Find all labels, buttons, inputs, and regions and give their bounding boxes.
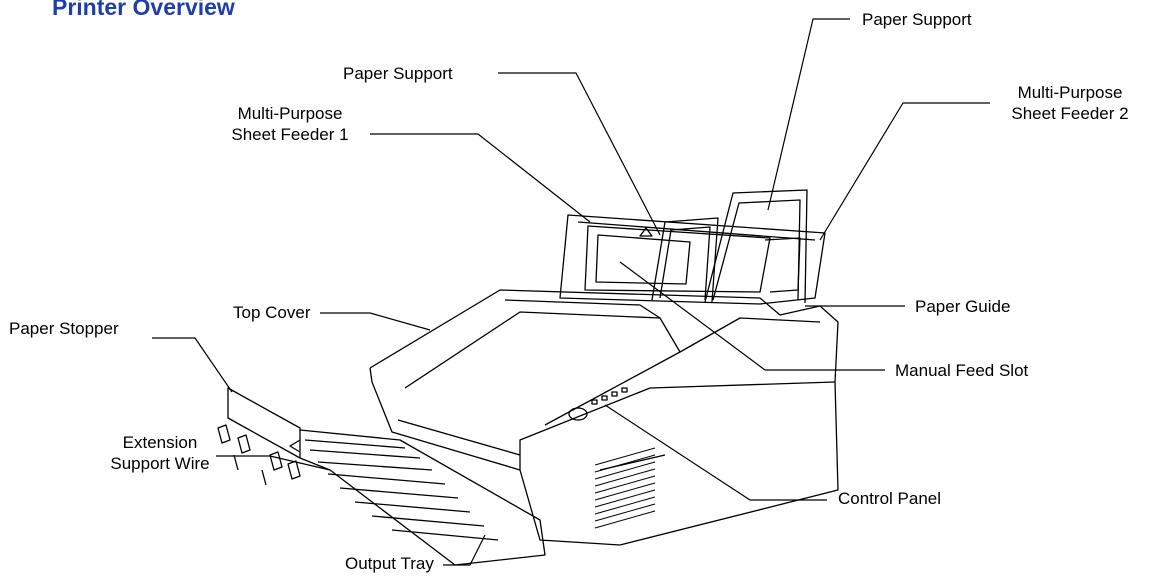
label-mp-sheet-feeder-1: Multi-Purpose Sheet Feeder 1 bbox=[210, 103, 370, 145]
label-mp-sheet-feeder-2: Multi-Purpose Sheet Feeder 2 bbox=[990, 82, 1150, 124]
label-extension-support-wire-line2: Support Wire bbox=[110, 454, 210, 473]
diagram-title: Printer Overview bbox=[52, 0, 235, 20]
label-top-cover: Top Cover bbox=[233, 303, 311, 322]
label-mp-sheet-feeder-1-line1: Multi-Purpose bbox=[237, 104, 343, 123]
printer-top-cover bbox=[369, 289, 839, 426]
label-paper-stopper: Paper Stopper bbox=[9, 319, 119, 338]
label-extension-support-wire-line1: Extension bbox=[122, 433, 198, 452]
label-paper-guide: Paper Guide bbox=[915, 297, 1011, 316]
printer-body bbox=[371, 381, 839, 546]
label-output-tray: Output Tray bbox=[345, 554, 434, 573]
label-control-panel: Control Panel bbox=[838, 489, 942, 508]
label-mp-sheet-feeder-2-line2: Sheet Feeder 2 bbox=[1011, 104, 1129, 123]
control-panel-art bbox=[568, 387, 628, 421]
label-manual-feed-slot: Manual Feed Slot bbox=[895, 361, 1029, 380]
label-paper-support-left: Paper Support bbox=[343, 64, 453, 83]
paper-stopper-art bbox=[217, 387, 301, 486]
label-extension-support-wire: Extension Support Wire bbox=[100, 432, 220, 474]
label-paper-support-top: Paper Support bbox=[862, 10, 972, 29]
vent-grille bbox=[594, 447, 656, 529]
paper-support-frames bbox=[651, 189, 808, 304]
label-mp-sheet-feeder-1-line2: Sheet Feeder 1 bbox=[231, 125, 349, 144]
label-mp-sheet-feeder-2-line1: Multi-Purpose bbox=[1017, 83, 1123, 102]
mp-sheet-feeder-rear bbox=[559, 214, 826, 305]
output-tray-art bbox=[289, 429, 546, 566]
leader-lines bbox=[152, 18, 990, 566]
